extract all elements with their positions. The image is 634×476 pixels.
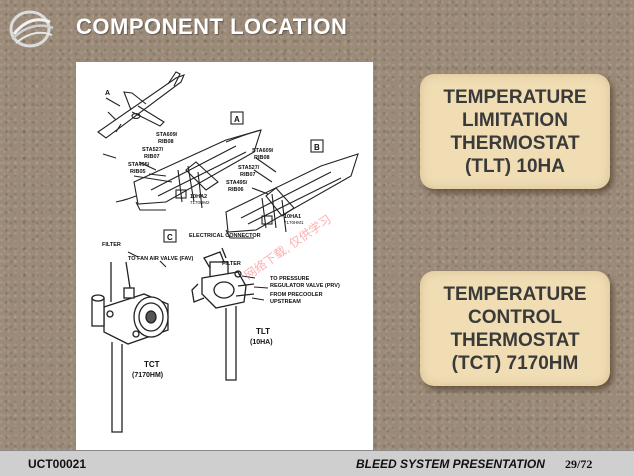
tlt-thermostat-drawing — [191, 247, 255, 381]
tct-callout-line-4: (TCT) 7170HM — [451, 352, 579, 374]
airbus-training-logo — [9, 10, 54, 48]
label-precooler-2: UPSTREAM — [270, 299, 301, 305]
tlt-callout-line-2: LIMITATION — [462, 109, 568, 131]
label-to-fav: TO FAN AIR VALVE (FAV) — [128, 256, 194, 262]
aircraft-drawing — [97, 71, 186, 139]
footer-page-number: 29/72 — [565, 457, 593, 471]
label-sta609-b: STA609/ — [252, 148, 274, 154]
tlt-callout: TEMPERATURE LIMITATION THERMOSTAT (TLT) … — [420, 74, 610, 189]
label-box-a: A — [234, 115, 240, 124]
label-precooler-1: FROM PRECOOLER — [270, 292, 323, 298]
label-7170hm1: 7170HM1 — [284, 220, 304, 225]
tct-callout-line-2: CONTROL — [468, 306, 562, 328]
label-rib08-a: RIB08 — [158, 139, 174, 145]
tlt-callout-line-3: THERMOSTAT — [450, 132, 580, 154]
label-rib07-a: RIB07 — [144, 154, 160, 160]
nacelle-b-drawing — [225, 153, 359, 239]
label-box-c: C — [167, 233, 173, 242]
label-filter-tlt: FILTER — [222, 261, 241, 267]
component-location-figure: A A B C STA609/ RIB08 STA527/ RIB07 STA4… — [76, 62, 373, 452]
footer-presentation-title: BLEED SYSTEM PRESENTATION — [356, 457, 545, 471]
label-rib08-b: RIB08 — [254, 155, 270, 161]
label-electrical-connector: ELECTRICAL CONNECTOR — [189, 233, 261, 239]
label-tlt: TLT — [256, 327, 270, 336]
label-sta527-a: STA527/ — [142, 147, 164, 153]
tlt-callout-line-4: (TLT) 10HA — [465, 155, 565, 177]
footer-course-code: UCT00021 — [28, 457, 87, 471]
label-sta527-b: STA527/ — [238, 165, 260, 171]
label-box-b: B — [314, 143, 320, 152]
label-10ha2: 10HA2 — [190, 194, 207, 200]
technical-illustration: A A B C STA609/ RIB08 STA527/ RIB07 STA4… — [91, 71, 359, 433]
label-tct: TCT — [144, 360, 160, 369]
label-rib07-b: RIB07 — [240, 172, 256, 178]
label-to-prv-1: TO PRESSURE — [270, 276, 310, 282]
footer-bar: UCT00021 BLEED SYSTEM PRESENTATION 29/72 — [0, 450, 634, 476]
label-sta609-a: STA609/ — [156, 132, 178, 138]
label-sta495-b: STA495/ — [226, 180, 248, 186]
label-sta495-a: STA495/ — [128, 162, 150, 168]
tct-callout-line-1: TEMPERATURE — [443, 283, 587, 305]
label-rib06-b: RIB06 — [228, 187, 244, 193]
label-tlt-code: (10HA) — [250, 339, 273, 346]
tct-callout: TEMPERATURE CONTROL THERMOSTAT (TCT) 717… — [420, 271, 610, 386]
label-filter-tct: FILTER — [102, 242, 121, 248]
label-7170hm2: 7170HM2 — [190, 200, 210, 205]
label-10ha1: 10HA1 — [284, 214, 301, 220]
page-title: COMPONENT LOCATION — [76, 14, 348, 39]
tct-thermostat-drawing — [91, 261, 169, 433]
tlt-callout-line-1: TEMPERATURE — [443, 86, 587, 108]
label-rib05-a: RIB05 — [130, 169, 146, 175]
nacelle-a-drawing — [115, 129, 262, 211]
label-to-prv-2: REGULATOR VALVE (PRV) — [270, 283, 340, 289]
tct-callout-line-3: THERMOSTAT — [450, 329, 580, 351]
label-a: A — [105, 90, 110, 97]
label-tct-code: (7170HM) — [132, 372, 163, 379]
